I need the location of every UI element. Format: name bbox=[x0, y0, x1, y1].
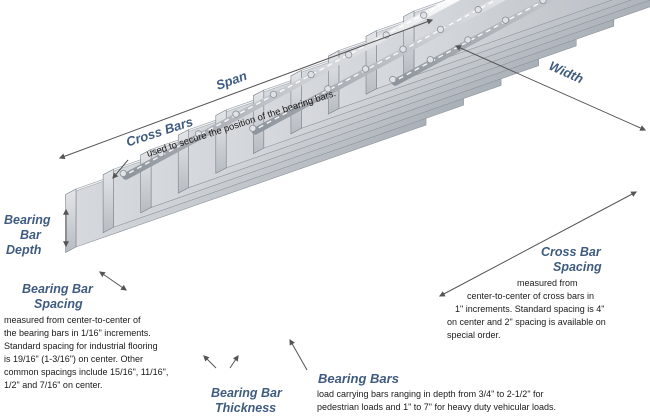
bearing-bar-thickness-callout: Bearing Bar Thickness bbox=[211, 386, 283, 415]
thickness-title-line-1: Bearing Bar bbox=[211, 386, 283, 400]
cross-bar-weld bbox=[119, 169, 127, 178]
thickness-pointer-left bbox=[203, 355, 217, 369]
cross-bar-weld bbox=[361, 65, 370, 73]
cross-spacing-desc-5: special order. bbox=[447, 330, 501, 340]
thickness-pointer-right bbox=[229, 355, 239, 369]
cross-bar-weld bbox=[539, 0, 547, 4]
bearing-bar-depth-callout: Bearing Bar Depth bbox=[4, 213, 51, 257]
depth-title-line-1: Bearing bbox=[4, 213, 51, 227]
cross-spacing-title-line-2: Spacing bbox=[553, 260, 602, 274]
depth-title-line-3: Depth bbox=[6, 243, 42, 257]
cross-spacing-desc-4: on center and 2" spacing is available on bbox=[447, 317, 606, 327]
cross-bar-spacing-callout: Cross Bar Spacing measured from center-t… bbox=[447, 245, 606, 340]
width-dimension-line bbox=[454, 45, 647, 131]
cross-bar-weld bbox=[269, 90, 278, 98]
bearing-spacing-pointer bbox=[99, 271, 127, 291]
bearing-bar-spacing-callout: Bearing Bar Spacing measured from center… bbox=[4, 282, 168, 390]
thickness-title-line-2: Thickness bbox=[215, 401, 276, 415]
bearing-spacing-desc-5: common spacings include 15/16", 11/16", bbox=[4, 367, 168, 377]
cross-bar-weld bbox=[501, 16, 510, 24]
cross-bar-weld bbox=[474, 6, 482, 14]
cross-bar-weld bbox=[399, 45, 407, 53]
cross-bar-weld bbox=[232, 110, 240, 118]
width-label: Width bbox=[547, 58, 586, 86]
bearing-bars-desc-1: load carrying bars ranging in depth from… bbox=[317, 389, 544, 399]
bearing-spacing-desc-2: the bearing bars in 1/16" increments. bbox=[4, 328, 151, 338]
cross-spacing-desc-2: center-to-center of cross bars in bbox=[467, 291, 594, 301]
bearing-bars-desc-2: pedestrian loads and 1" to 7" for heavy … bbox=[317, 402, 556, 412]
span-label: Span bbox=[214, 68, 249, 93]
cross-bar-weld bbox=[426, 56, 434, 64]
cross-spacing-desc-1: measured from bbox=[517, 278, 578, 288]
cross-spacing-desc-3: 1" increments. Standard spacing is 4" bbox=[455, 304, 604, 314]
bearing-spacing-desc-3: Standard spacing for industrial flooring bbox=[4, 341, 158, 351]
bearing-bars-pointer bbox=[289, 338, 308, 371]
bearing-spacing-desc-6: 1/2" and 7/16" on center. bbox=[4, 380, 102, 390]
bearing-spacing-desc-4: is 19/16" (1-3/16") on center. Other bbox=[4, 354, 143, 364]
cross-bar-weld bbox=[420, 11, 428, 19]
cross-bar-weld bbox=[307, 70, 315, 79]
cross-bar-spacing-line bbox=[438, 191, 638, 297]
bearing-bar-end bbox=[102, 168, 114, 234]
cross-bar bbox=[391, 0, 556, 86]
bearing-bars-callout: Bearing Bars load carrying bars ranging … bbox=[317, 371, 556, 412]
bearing-bar-end bbox=[65, 188, 77, 253]
dimension-lines bbox=[58, 18, 647, 371]
cross-bar-weld bbox=[345, 51, 353, 59]
cross-bar-weld bbox=[464, 36, 472, 44]
cross-spacing-title-line-1: Cross Bar bbox=[541, 245, 602, 259]
bearing-spacing-desc-1: measured from center-to-center of bbox=[4, 315, 141, 325]
cross-bar-weld bbox=[436, 25, 445, 34]
bearing-bars-title: Bearing Bars bbox=[318, 371, 399, 386]
bearing-spacing-title-line-2: Spacing bbox=[34, 297, 83, 311]
cross-bar-weld bbox=[389, 75, 397, 84]
bearing-spacing-title-line-1: Bearing Bar bbox=[22, 282, 94, 296]
depth-title-line-2: Bar bbox=[20, 228, 42, 242]
span-dimension-line bbox=[58, 18, 434, 160]
cross-bars-pointer bbox=[112, 159, 129, 179]
